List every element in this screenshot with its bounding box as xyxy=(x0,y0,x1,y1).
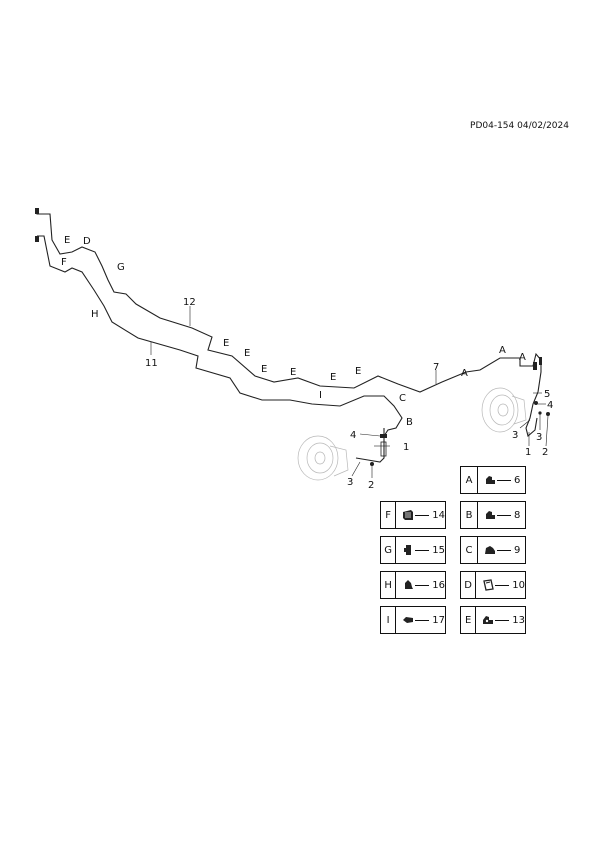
callout-E: E xyxy=(330,372,336,383)
hose-fitting xyxy=(534,401,538,405)
legend-leader xyxy=(495,619,510,621)
callout-12: 12 xyxy=(183,297,196,308)
callout-3: 3 xyxy=(536,432,542,443)
hose-fitting xyxy=(538,411,542,415)
legend-part-number: 6 xyxy=(514,474,521,486)
callout-2: 2 xyxy=(542,447,548,458)
legend-leader xyxy=(497,514,511,516)
pipe-fitting xyxy=(35,208,39,214)
legend-key: B xyxy=(461,502,478,528)
callout-1: 1 xyxy=(403,442,409,453)
legend-leader xyxy=(415,514,430,516)
callout-A: A xyxy=(499,345,506,356)
legend-key: E xyxy=(461,607,477,633)
callout-E: E xyxy=(64,235,70,246)
legend-B: B 8 xyxy=(460,501,526,529)
callout-H: H xyxy=(91,309,99,320)
hose-fitting xyxy=(380,434,387,438)
hose-fitting xyxy=(380,441,387,457)
callout-11: 11 xyxy=(145,358,158,369)
callout-1: 1 xyxy=(525,447,531,458)
legend-leader xyxy=(495,584,510,586)
clip-icon xyxy=(486,476,495,484)
pipe-fitting xyxy=(35,236,39,242)
clip-icon xyxy=(486,511,495,519)
callout-3: 3 xyxy=(512,430,518,441)
legend-key: C xyxy=(461,537,478,563)
document-id: PD04-154 04/02/2024 xyxy=(470,121,569,131)
multi-clip-icon xyxy=(403,510,414,520)
legend-D: D 10 xyxy=(460,571,526,599)
callout-5: 5 xyxy=(544,389,550,400)
legend-key: I xyxy=(381,607,397,633)
callout-C: C xyxy=(399,393,406,404)
legend-part-number: 9 xyxy=(514,544,521,556)
legend-leader xyxy=(415,584,430,586)
leader-lines xyxy=(150,306,549,478)
pipe-fitting xyxy=(539,357,542,365)
clip-icon xyxy=(405,580,414,589)
callout-4: 4 xyxy=(547,400,553,411)
bracket-icon xyxy=(483,579,495,591)
legend-key: A xyxy=(461,467,478,493)
callout-G: G xyxy=(117,262,125,273)
callout-4: 4 xyxy=(350,430,356,441)
legend-part-number: 10 xyxy=(512,579,525,591)
legend-key: H xyxy=(381,572,397,598)
callout-F: F xyxy=(61,257,67,268)
callout-A: A xyxy=(519,352,526,363)
callout-E: E xyxy=(290,367,296,378)
legend-part-number: 14 xyxy=(432,509,445,521)
clip-icon xyxy=(485,546,495,554)
callout-E: E xyxy=(223,338,229,349)
callout-7: 7 xyxy=(433,362,439,373)
legend-C: C 9 xyxy=(460,536,526,564)
legend-H: H 16 xyxy=(380,571,446,599)
legend-E: E 13 xyxy=(460,606,526,634)
pipe-clip-icon xyxy=(404,545,412,555)
legend-A: A 6 xyxy=(460,466,526,494)
legend-part-number: 13 xyxy=(512,614,525,626)
pipe-fitting xyxy=(533,362,537,370)
legend-key: D xyxy=(461,572,477,598)
callout-E: E xyxy=(244,348,250,359)
legend-leader xyxy=(415,549,430,551)
legend-part-number: 17 xyxy=(432,614,445,626)
brake-pipe-upper xyxy=(36,208,542,393)
flex-hose-center xyxy=(355,428,385,463)
legend-F: F 14 xyxy=(380,501,446,529)
legend-G: G 15 xyxy=(380,536,446,564)
legend-part-number: 8 xyxy=(514,509,521,521)
callout-I: I xyxy=(319,390,322,401)
legend-leader xyxy=(497,479,511,481)
callout-2: 2 xyxy=(368,480,374,491)
flat-clip-icon xyxy=(403,617,414,623)
brake-disc-right xyxy=(481,387,527,433)
callout-E: E xyxy=(261,364,267,375)
double-clip-icon xyxy=(483,616,494,624)
legend-leader xyxy=(415,619,430,621)
legend-part-number: 15 xyxy=(432,544,445,556)
callout-E: E xyxy=(355,366,361,377)
callout-3: 3 xyxy=(347,477,353,488)
legend-key: G xyxy=(381,537,397,563)
brake-pipe-lower xyxy=(37,235,403,437)
callout-D: D xyxy=(83,236,91,247)
hose-fitting xyxy=(546,412,550,416)
legend-key: F xyxy=(381,502,397,528)
callout-A: A xyxy=(461,368,468,379)
flex-hose-right xyxy=(525,391,539,437)
legend-part-number: 16 xyxy=(432,579,445,591)
legend-leader xyxy=(497,549,511,551)
callout-B: B xyxy=(406,417,413,428)
legend-I: I 17 xyxy=(380,606,446,634)
hose-fitting xyxy=(370,462,374,466)
brake-disc-center xyxy=(297,435,349,481)
